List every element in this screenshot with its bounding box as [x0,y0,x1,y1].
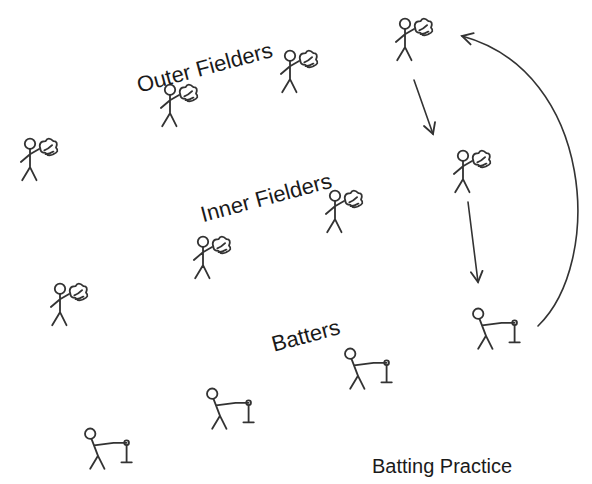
rotation-arrows [414,36,578,326]
group-label: Inner Fielders [198,168,335,228]
batters [85,309,520,469]
inner-fielders [51,151,491,326]
group-label: Outer Fielders [134,37,275,98]
group-label: Batters [269,314,343,357]
outer-fielders [21,19,433,181]
caption: Batting Practice [372,455,512,478]
